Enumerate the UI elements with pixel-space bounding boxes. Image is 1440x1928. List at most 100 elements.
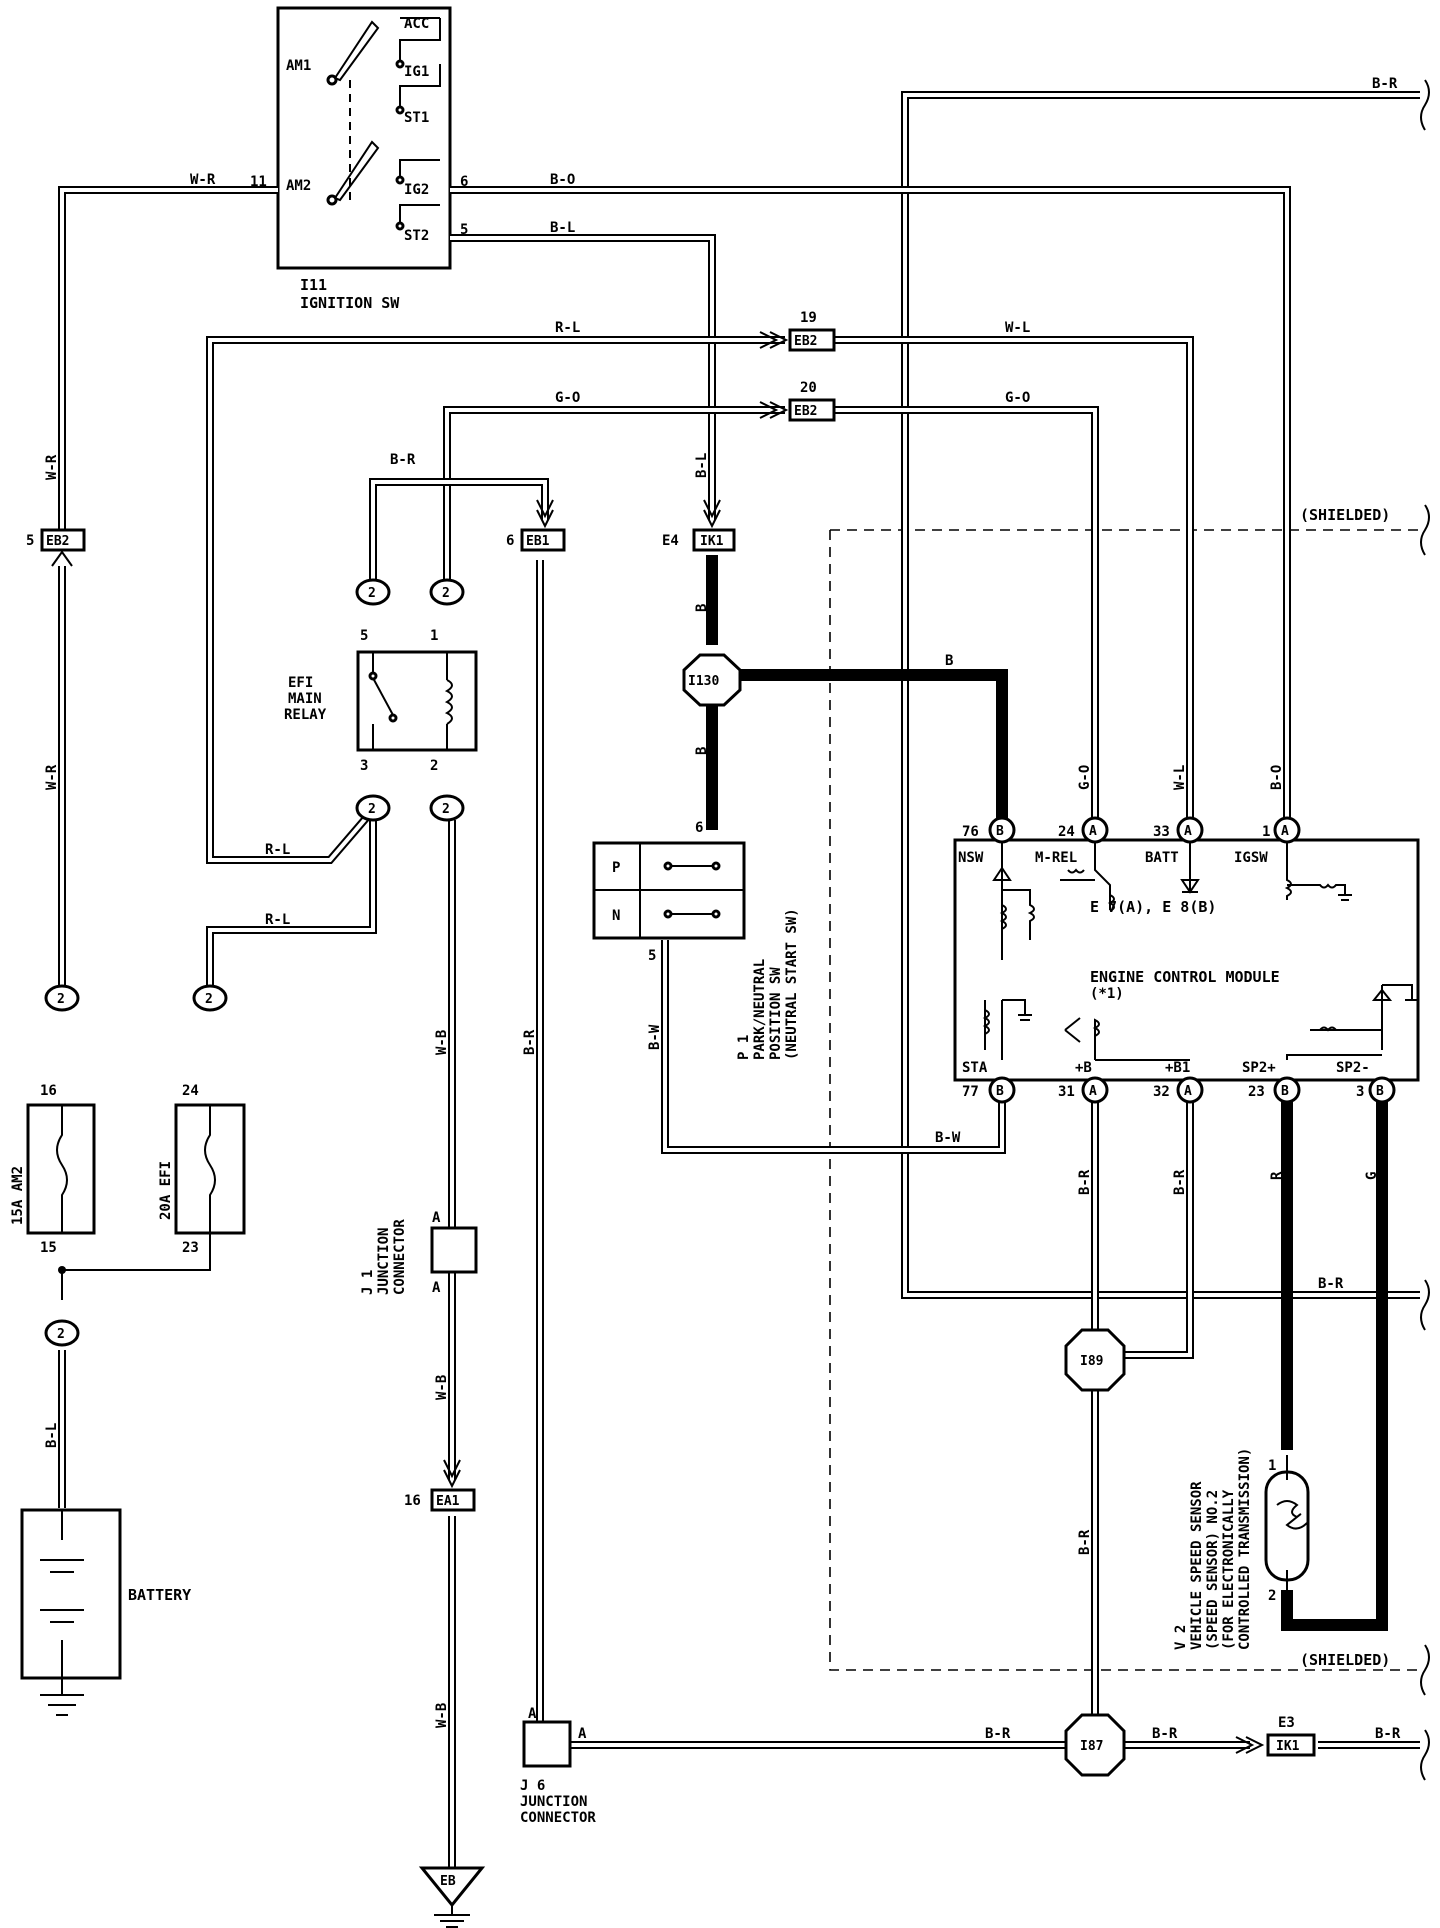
wire-wb-v1: W-B: [434, 1030, 450, 1055]
conn-relay-2: 2: [442, 802, 450, 817]
conn-ea1-pin: 16: [404, 1493, 421, 1509]
shield-break-bottom: [1420, 1644, 1430, 1696]
vehicle-speed-sensor: 1 2 V 2 VEHICLE SPEED SENSOR (SPEED SENS…: [1173, 1448, 1310, 1650]
sensor-l4: (FOR ELECTRONICALLY: [1221, 1489, 1237, 1650]
svg-text:1: 1: [1262, 824, 1270, 840]
thick-wires: [706, 555, 1388, 1631]
wire-bo-top: B-O: [550, 172, 575, 188]
battery-label: BATTERY: [128, 1586, 191, 1604]
ecm-sta: STA: [962, 1060, 988, 1076]
fuse-efi-label: 20A EFI: [158, 1161, 174, 1220]
relay-pin3: 3: [360, 758, 368, 774]
ignition-pin5: 5: [460, 222, 468, 238]
conn-eb2-left-pin: 5: [26, 533, 34, 549]
wire-bw-h: B-W: [935, 1130, 961, 1146]
wire-labels: B-R W-R B-O B-L R-L W-L G-O G-O B-R W-R …: [44, 76, 1401, 1742]
wire-go-ecm: G-O: [1077, 765, 1093, 790]
relay-pin5: 5: [360, 628, 368, 644]
relay-label-3: RELAY: [284, 707, 327, 723]
relay-pin1: 1: [430, 628, 438, 644]
sensor-ref: V 2: [1173, 1625, 1189, 1650]
ignition-pin6: 6: [460, 174, 468, 190]
wire-br-pb: B-R: [1077, 1169, 1093, 1195]
ecm-sp2m: SP2-: [1336, 1060, 1370, 1076]
fuse-am2-label: 15A AM2: [10, 1166, 26, 1225]
wire-wr-v2: W-R: [44, 764, 60, 790]
conn-fuse-out: 2: [57, 1327, 65, 1342]
svg-text:A: A: [528, 1706, 537, 1722]
conn-relay-3: 2: [368, 802, 376, 817]
svg-text:A: A: [1184, 1084, 1192, 1099]
conn-relay-1: 2: [442, 586, 450, 601]
wire-wr-v1: W-R: [44, 454, 60, 480]
pn-n: N: [612, 908, 620, 924]
connectors: EB2 5 EB2 19 EB2 20 EB1 6 IK1 E4 I130 I8…: [26, 310, 1316, 1777]
wire-r: R: [1269, 1171, 1285, 1180]
svg-text:A: A: [432, 1280, 441, 1296]
j1-l2: JUNCTION: [376, 1228, 392, 1295]
svg-text:32: 32: [1153, 1084, 1170, 1100]
svg-text:2: 2: [1268, 1588, 1276, 1604]
ignition-switch: ACC IG1 ST1 IG2 ST2 AM1 AM2 I11 IGNITION…: [250, 6, 468, 312]
ecm-pb1: +B1: [1165, 1060, 1190, 1076]
park-neutral-switch: P N 6 5 P 1 PARK/NEUTRAL POSITION SW (NE…: [592, 820, 800, 1060]
ignition-am2: AM2: [286, 178, 311, 194]
fuses: 15A AM2 16 15 20A EFI 24 23: [10, 1083, 246, 1256]
svg-text:5: 5: [648, 948, 656, 964]
pn-ref: P 1: [736, 1035, 752, 1060]
svg-text:77: 77: [962, 1084, 979, 1100]
wire-wr-top: W-R: [190, 172, 216, 188]
wire-b-h: B: [945, 653, 953, 669]
conn-ik1-e4: IK1: [700, 534, 724, 549]
wire-wl-ecm: W-L: [1172, 765, 1188, 790]
wire-br-i89: B-R: [1077, 1529, 1093, 1555]
relay-label-1: EFI: [288, 675, 313, 691]
ecm-conn: E 7(A), E 8(B): [1090, 898, 1216, 916]
wire-g: G: [1364, 1172, 1380, 1180]
wire-br-bot1: B-R: [985, 1726, 1011, 1742]
j1-l3: CONNECTOR: [392, 1219, 408, 1295]
junction-j6: A A J 6 JUNCTION CONNECTOR: [520, 1706, 596, 1826]
wire-wl-top: W-L: [1005, 320, 1030, 336]
wire-wb-v3: W-B: [434, 1703, 450, 1728]
wire-bl-batt: B-L: [44, 1423, 60, 1448]
wire-br-bot3: B-R: [1375, 1726, 1401, 1742]
conn-ik1-e3: IK1: [1276, 1739, 1300, 1754]
shield-break-top: [1420, 504, 1430, 556]
fuse-am2-top: 16: [40, 1083, 57, 1099]
ecm-batt: BATT: [1145, 850, 1179, 866]
wire-rl-mid: R-L: [265, 842, 290, 858]
pn-l4: (NEUTRAL START SW): [784, 908, 800, 1060]
conn-i87: I87: [1080, 1739, 1103, 1754]
ignition-st1: ST1: [404, 110, 429, 126]
svg-text:B: B: [1376, 1084, 1384, 1099]
sensor-l3: (SPEED SENSOR) NO.2: [1205, 1490, 1221, 1650]
svg-text:B: B: [996, 1084, 1004, 1099]
conn-i89: I89: [1080, 1354, 1103, 1369]
wire-bl-v: B-L: [694, 453, 710, 478]
ignition-title: IGNITION SW: [300, 294, 400, 312]
svg-text:33: 33: [1153, 824, 1170, 840]
j6-l3: CONNECTOR: [520, 1810, 596, 1826]
ignition-ref: I11: [300, 276, 327, 294]
ignition-ig1: IG1: [404, 64, 429, 80]
pn-p: P: [612, 860, 620, 876]
svg-text:24: 24: [1058, 824, 1075, 840]
shielded-boundary: [829, 529, 1420, 1671]
wire-br-top: B-R: [1372, 76, 1398, 92]
wire-br-relay: B-R: [390, 452, 416, 468]
conn-eb1-pin: 6: [506, 533, 514, 549]
svg-text:A: A: [1184, 824, 1192, 839]
wire-bl-top: B-L: [550, 220, 575, 236]
svg-text:A: A: [1281, 824, 1289, 839]
ecm-sp2p: SP2+: [1242, 1060, 1276, 1076]
svg-text:76: 76: [962, 824, 979, 840]
ecm-pb: +B: [1075, 1060, 1092, 1076]
ecm-pins-top: B A A A 76 24 33 1: [962, 816, 1301, 844]
conn-ik1-e4-pin: E4: [662, 533, 679, 549]
junction-j1: A A J 1 JUNCTION CONNECTOR: [360, 1210, 478, 1296]
svg-text:A: A: [1089, 824, 1097, 839]
wire-br-pb1: B-R: [1172, 1169, 1188, 1195]
pn-l2: PARK/NEUTRAL: [752, 959, 768, 1060]
